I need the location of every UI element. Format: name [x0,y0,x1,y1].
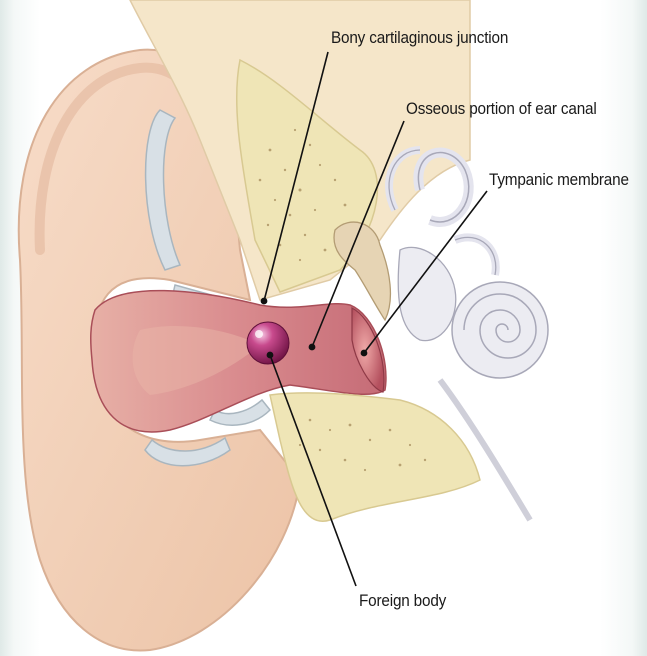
vestibule [398,247,456,340]
foreign-body-highlight [255,330,263,338]
label-tympanic-membrane: Tympanic membrane [489,170,629,190]
leader-dot-osseous [309,344,314,349]
temporal-bone-lower [270,393,480,521]
leader-dot-foreign [267,352,272,357]
label-bony-cartilaginous-junction: Bony cartilaginous junction [331,28,508,48]
leader-dot-tympanic [361,350,366,355]
cochlea [452,282,548,378]
label-foreign-body: Foreign body [359,591,446,611]
label-osseous-portion: Osseous portion of ear canal [406,99,597,119]
leader-dot-bony [261,298,266,303]
